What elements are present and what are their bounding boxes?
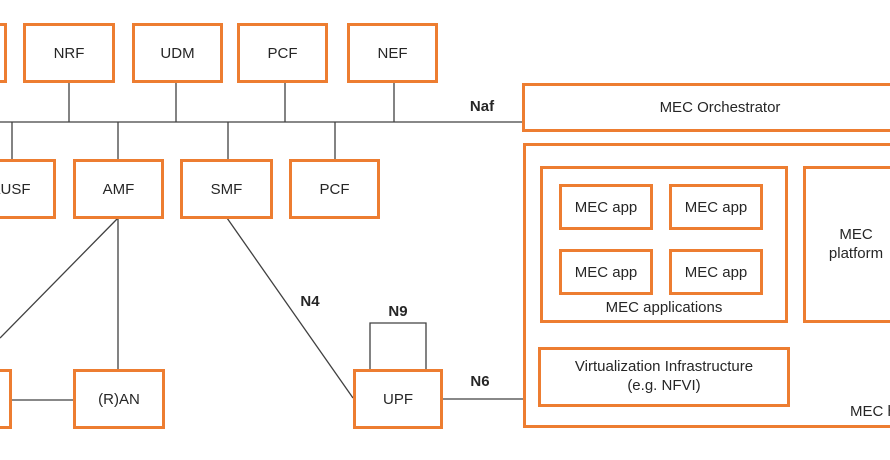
naf-interface-label: Naf: [469, 98, 495, 115]
mec-app-label: MEC app: [574, 263, 638, 281]
upf-box: UPF: [353, 369, 443, 429]
nf-box-udm: UDM: [132, 23, 223, 83]
n6-interface-label: N6: [470, 373, 490, 390]
mec-platform-label: MEC platform: [828, 225, 884, 262]
nf-label: SMF: [210, 180, 243, 198]
ran-label: (R)AN: [98, 390, 140, 408]
nf-label: NEF: [377, 44, 408, 62]
n9-interface-label: N9: [388, 303, 408, 320]
mec-app-label: MEC app: [574, 198, 638, 216]
nf-box-smf: SMF: [180, 159, 273, 219]
mec-app-box: MEC app: [669, 184, 763, 230]
connector-amf-ue: [0, 217, 119, 339]
virtualization-infrastructure-label-line2: (e.g. NFVI): [627, 377, 701, 394]
upf-label: UPF: [383, 390, 413, 408]
mec-orchestrator-box: MEC Orchestrator: [522, 83, 890, 132]
nf-label: UDM: [160, 44, 195, 62]
nf-box-nrf: NRF: [23, 23, 115, 83]
mec-orchestrator-label: MEC Orchestrator: [659, 99, 781, 116]
mec-app-box: MEC app: [669, 249, 763, 295]
virtualization-infrastructure-box: Virtualization Infrastructure (e.g. NFVI…: [538, 347, 790, 407]
nf-box-pcf-2: PCF: [289, 159, 380, 219]
connector-upf-n9-loop: [369, 322, 427, 369]
mec-applications-box: MEC app MEC app MEC app MEC app MEC appl…: [540, 166, 788, 323]
virtualization-infrastructure-label-line1: Virtualization Infrastructure: [574, 358, 754, 376]
nf-box-pcf: PCF: [237, 23, 328, 83]
mec-applications-label: MEC applications: [605, 299, 723, 316]
nf-label: AUSF: [0, 180, 31, 198]
nf-label: NRF: [53, 44, 85, 62]
nf-label: PCF: [319, 180, 350, 198]
nf-label: AMF: [102, 180, 135, 198]
nf-box-nef: NEF: [347, 23, 438, 83]
ue-box: [0, 369, 12, 429]
nf-label: PCF: [267, 44, 298, 62]
mec-app-box: MEC app: [559, 184, 653, 230]
ran-box: (R)AN: [73, 369, 165, 429]
nf-box-partial-left: [0, 23, 7, 83]
nf-box-ausf: AUSF: [0, 159, 56, 219]
n4-interface-label: N4: [300, 293, 320, 310]
connector-smf-upf-n4: [226, 217, 354, 399]
mec-app-label: MEC app: [684, 263, 748, 281]
mec-platform-box: MEC platform: [803, 166, 890, 323]
mec-host-label: MEC host: [850, 403, 890, 420]
nf-box-amf: AMF: [73, 159, 164, 219]
mec-app-label: MEC app: [684, 198, 748, 216]
mec-app-box: MEC app: [559, 249, 653, 295]
